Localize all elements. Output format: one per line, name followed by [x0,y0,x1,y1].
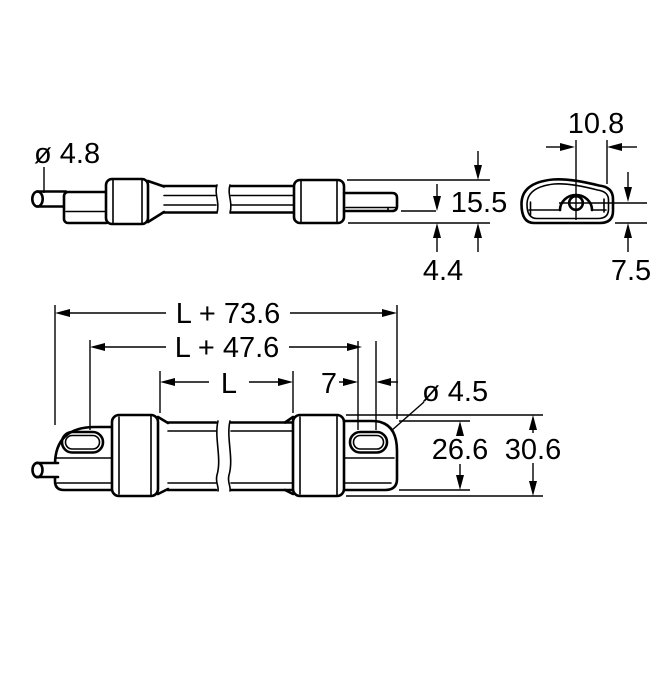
arrow-up [433,223,441,238]
height-dimension: 15.5 4.4 [347,151,507,287]
leader-line [390,401,425,432]
break-line [228,184,232,214]
tab-clearance-label: 4.4 [423,255,463,287]
cable-top [31,461,60,479]
slot-diameter-dimension: ø 4.5 [390,376,488,432]
arrow-right [560,143,575,151]
arrow-right [347,343,362,351]
sensing-length-dimension: L [160,368,293,400]
arrow-down [433,196,441,211]
arrow-down [529,481,537,496]
slot-center-length-label: L + 47.6 [175,332,280,364]
body-width-dimension: 30.6 [505,415,561,496]
arrow-up [474,223,482,238]
side-view: ø 4.8 15.5 4.4 [30,138,507,287]
sensing-strip-top [166,415,295,496]
slot-spacing-dimension: 7 [321,368,398,400]
arrow-left [90,343,105,351]
arrow-up [456,421,464,436]
left-tab-top [53,425,117,492]
cable-housing-side [62,190,112,225]
left-slot [60,430,105,454]
end-view: 10.8 7.5 [520,108,651,287]
tab-width-dimension: 26.6 [432,421,488,490]
sensing-strip-side [161,184,296,214]
top-view: L + 73.6 L + 47.6 L 7 ø 4 [31,298,561,498]
arrow-up [624,223,632,238]
slot-center-length-dimension: L + 47.6 [90,332,362,364]
hole-height-label: 7.5 [611,255,651,287]
body-width-label: 30.6 [505,434,561,466]
cable-diameter-label: ø 4.8 [34,138,100,170]
total-height-label: 15.5 [451,187,507,219]
arrow-left [376,378,391,386]
arrow-left [55,309,70,317]
arrow-right [382,309,397,317]
arrow-down [474,165,482,180]
overall-length-label: L + 73.6 [176,298,281,330]
right-collar-side [292,178,346,225]
arrow-right [278,378,293,386]
cable-diameter-dimension: ø 4.8 [34,138,100,193]
sensing-length-label: L [221,368,237,400]
hole-height-dimension: 7.5 [611,172,651,287]
left-collar-top [110,413,170,498]
end-profile-inner [526,183,610,220]
hole-offset-dimension: 10.8 [546,108,637,184]
end-tab-side [342,191,399,213]
right-tab-top [342,419,399,492]
arrow-up [529,415,537,430]
break-line [215,420,220,492]
hole-offset-label: 10.8 [568,108,624,140]
break-line [215,184,219,214]
slot-spacing-label: 7 [321,368,337,400]
right-collar-top [291,413,346,498]
arrow-right [343,378,358,386]
cable-side [30,190,68,208]
left-collar-side [104,177,166,226]
extension-lines [54,305,543,497]
right-slot [348,430,389,454]
arrow-down [456,475,464,490]
arrow-down [624,187,632,202]
slot-diameter-label: ø 4.5 [422,376,488,408]
overall-length-dimension: L + 73.6 [55,298,397,330]
tab-width-label: 26.6 [432,434,488,466]
break-line [227,420,232,492]
arrow-left [160,378,175,386]
end-profile-outline [520,178,615,225]
arrow-left [607,143,622,151]
